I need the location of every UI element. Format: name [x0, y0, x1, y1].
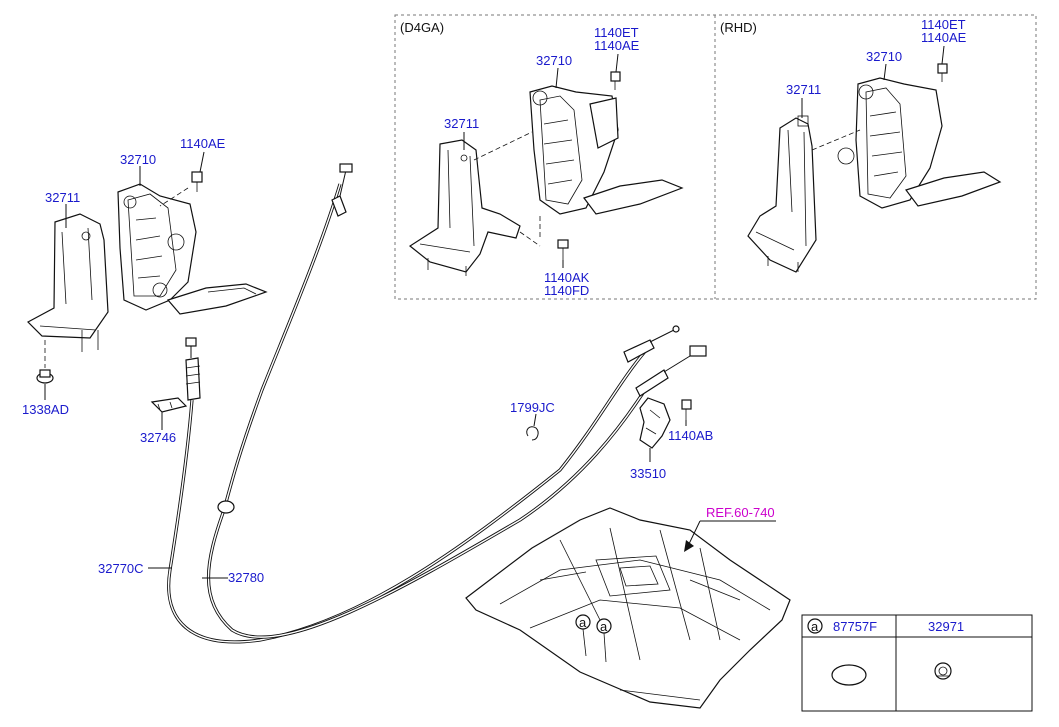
bolt-1140ab-icon — [681, 399, 692, 420]
parts-table — [801, 614, 1033, 712]
plug-icon — [831, 664, 867, 686]
d4ga-bolt-bottom-icon — [557, 239, 569, 260]
cable-bracket-icon — [639, 397, 671, 449]
main-pedal-icon — [117, 183, 268, 315]
label-1140ab: 1140AB — [668, 428, 713, 443]
label-32710: 32710 — [120, 152, 156, 167]
ref-label: REF.60-740 — [706, 505, 775, 520]
callout-a-1-text: a — [579, 615, 587, 630]
ring-clip-icon — [526, 426, 539, 441]
d4ga-label-32710: 32710 — [536, 53, 572, 68]
floor-panel-icon — [465, 507, 791, 709]
label-33510: 33510 — [630, 466, 666, 481]
section-label-rhd: (RHD) — [720, 20, 757, 35]
label-32711: 32711 — [45, 190, 80, 205]
label-1799jc: 1799JC — [510, 400, 555, 415]
rhd-label-1140et: 1140ET — [921, 17, 966, 32]
table-col1-label: 87757F — [833, 619, 877, 634]
rhd-bracket-icon — [747, 115, 817, 273]
main-bracket-icon — [27, 213, 109, 352]
cable-32780-icon — [206, 163, 707, 639]
rhd-label-1140ae: 1140AE — [921, 30, 967, 45]
d4ga-label-1140fd: 1140FD — [544, 283, 589, 298]
rhd-label-32711: 32711 — [786, 82, 821, 97]
d4ga-label-1140ak: 1140AK — [544, 270, 590, 285]
rhd-bolt-icon — [937, 63, 948, 82]
main-nut-icon — [36, 340, 54, 384]
label-1338ad: 1338AD — [22, 402, 69, 417]
grommet-icon — [934, 662, 952, 680]
d4ga-label-32711: 32711 — [444, 116, 479, 131]
rhd-pedal-icon — [837, 77, 1002, 209]
clip-icon — [150, 397, 188, 413]
section-label-d4ga: (D4GA) — [400, 20, 444, 35]
label-1140ae: 1140AE — [180, 136, 226, 151]
rhd-label-32710: 32710 — [866, 49, 902, 64]
d4ga-label-1140ae: 1140AE — [594, 38, 640, 53]
label-32770c: 32770C — [98, 561, 144, 576]
label-32746: 32746 — [140, 430, 176, 445]
ref-arrow-icon — [684, 540, 694, 552]
d4ga-bolt-top-icon — [610, 71, 621, 90]
label-32780: 32780 — [228, 570, 264, 585]
main-bolt-icon — [159, 171, 203, 207]
d4ga-bracket-icon — [408, 139, 521, 276]
d4ga-label-1140et: 1140ET — [594, 25, 639, 40]
d4ga-pedal-icon — [529, 85, 684, 215]
table-col2-label: 32971 — [928, 619, 964, 634]
table-marker: a — [811, 619, 819, 634]
callout-a-2-text: a — [600, 619, 608, 634]
